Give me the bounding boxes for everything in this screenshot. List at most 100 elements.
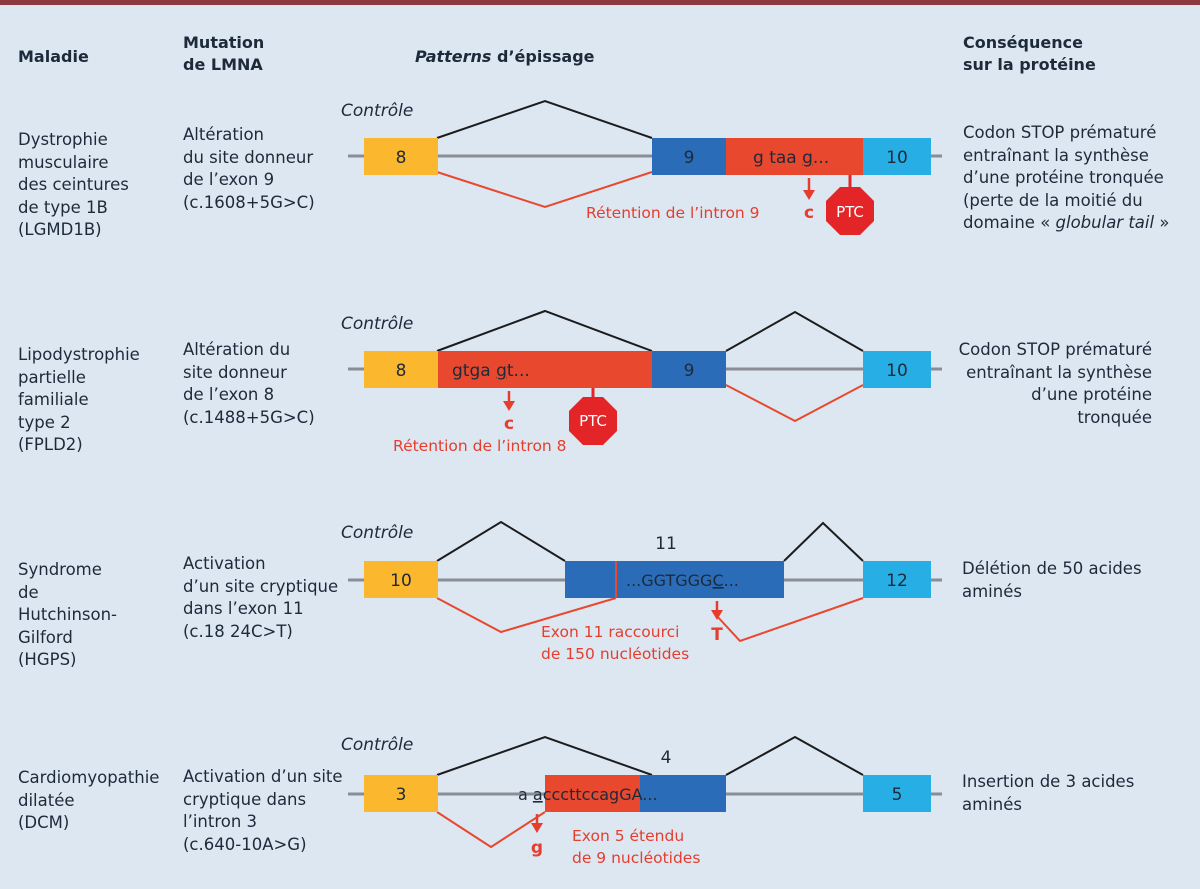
row1-consequence-line: entraînant la synthèse xyxy=(963,145,1149,165)
row4-maladie-line: (DCM) xyxy=(18,813,70,832)
row1-ptc-label: PTC xyxy=(836,203,864,221)
row4-exon-5 xyxy=(863,775,931,812)
row1-maladie-line: musculaire xyxy=(18,152,109,172)
row3-control-splice-arc-1 xyxy=(436,520,566,562)
row3-control-splice-arc-2 xyxy=(783,521,864,562)
row1-maladie-line: (LGMD1B) xyxy=(18,220,102,239)
row2-maladie: Lipodystrophie partielle familiale type … xyxy=(18,344,140,457)
row1-sequence-post: ... xyxy=(813,148,829,168)
row1-mutation-line: de l’exon 9 xyxy=(183,170,275,189)
row3-maladie-line: (HGPS) xyxy=(18,650,77,669)
row1-splicing-pattern: 8 9 10 g taa g... c PTC Rétention de l’i… xyxy=(348,99,942,235)
row4-mutation-base: g xyxy=(531,838,543,858)
row3-consequence: Délétion de 50 acides aminés xyxy=(962,558,1142,603)
row3-splicing-pattern: 10 11 12 ...GGTGGGC... T Exon 11 raccour… xyxy=(348,520,942,663)
row1-exon-10-label: 10 xyxy=(886,148,908,168)
row2-exon-10 xyxy=(863,351,931,388)
row1-mutation-line: (c.1608+5G>C) xyxy=(183,192,315,212)
row3-exon-11-label: 11 xyxy=(655,534,677,554)
row3-mutant-splice-arc-1 xyxy=(436,597,617,634)
row2-sequence-post: t... xyxy=(507,361,530,381)
row2-maladie-line: type 2 xyxy=(18,412,71,432)
row2-mutation-arrowhead xyxy=(503,401,515,411)
row4-maladie: Cardiomyopathie dilatée (DCM) xyxy=(18,767,159,835)
row3-exon-11 xyxy=(565,561,784,598)
row1-mutation-base: c xyxy=(804,203,814,223)
row3-maladie-line: de xyxy=(18,582,39,602)
row3-exon-12 xyxy=(863,561,931,598)
row4-annotation-line2: de 9 nucléotides xyxy=(572,849,700,867)
row1-mutation-arrowhead xyxy=(803,190,815,200)
row3-exon-10-label: 10 xyxy=(390,571,412,591)
row4-mutant-splice-arc xyxy=(436,811,546,849)
row1-exon-8 xyxy=(364,138,438,175)
row2-exon-10-label: 10 xyxy=(886,361,908,381)
row1-retained-intron xyxy=(726,138,863,175)
row4-control-label: Contrôle xyxy=(341,735,414,755)
row3-control-label: Contrôle xyxy=(341,523,414,543)
row2-consequence-line: Codon STOP prématuré xyxy=(958,340,1152,359)
row3-sequence-mutated-base: C xyxy=(712,571,723,590)
row1-mutation-line: du site donneur xyxy=(183,147,314,167)
row2-maladie-line: Lipodystrophie xyxy=(18,345,140,364)
row2-splicing-pattern: 8 9 10 gtga gt... c PTC Rétention de l’i… xyxy=(348,309,942,455)
row1-annotation: Rétention de l’intron 9 xyxy=(586,204,760,222)
row3-maladie-line: Gilford xyxy=(18,627,73,647)
row4-control-splice-arc-1 xyxy=(436,735,653,776)
row2-consequence-line: d’une protéine tronquée xyxy=(1031,385,1152,427)
row1-consequence-line: (perte de la moitié du xyxy=(963,190,1143,210)
row1-sequence-pre: g taa xyxy=(753,148,802,168)
row1-mutation: Altération du site donneur de l’exon 9 (… xyxy=(183,124,315,214)
row2-mutant-splice-arc xyxy=(725,384,864,423)
row1-sequence-mutated-base: g xyxy=(802,148,813,168)
row1-consequence-line: d’une protéine tronquée xyxy=(963,168,1164,187)
row2-maladie-line: partielle xyxy=(18,367,86,387)
row1-ptc-stop-sign xyxy=(826,187,874,235)
header-maladie: Maladie xyxy=(18,47,89,66)
row3-mutation: Activation d’un site cryptique dans l’ex… xyxy=(183,553,338,643)
top-accent-bar xyxy=(0,0,1200,5)
row1-maladie-line: des ceintures xyxy=(18,175,129,194)
row1-exon-8-label: 8 xyxy=(396,148,407,168)
row1-consequence-close-quote: » xyxy=(1154,213,1170,232)
row4-annotation-line1: Exon 5 étendu xyxy=(572,827,684,845)
row1-maladie-line: de type 1B xyxy=(18,197,108,217)
row1-mutation-line: Altération xyxy=(183,125,264,144)
row1-consequence-domain: domaine « xyxy=(963,213,1056,232)
row4-consequence-line: Insertion de 3 acides xyxy=(962,772,1135,791)
row3-sequence: ...GGTGGGC... xyxy=(626,571,739,590)
row2-consequence-line: entraînant la synthèse xyxy=(966,362,1152,382)
row1-exon-10 xyxy=(863,138,931,175)
row2-sequence-pre: gtga xyxy=(452,361,496,381)
row4-sequence-mutated-base: a xyxy=(533,785,543,804)
row2-maladie-line: (FPLD2) xyxy=(18,435,83,454)
header-patterns: Patterns d’épissage xyxy=(415,46,595,68)
row2-annotation: Rétention de l’intron 8 xyxy=(393,437,567,455)
row1-maladie-line: Dystrophie xyxy=(18,130,108,149)
row2-exon-9 xyxy=(652,351,726,388)
row2-sequence: gtga gt... xyxy=(452,361,530,381)
row2-ptc-stop-sign xyxy=(569,397,617,445)
row3-mutation-line: dans l’exon 11 xyxy=(183,599,304,618)
header-consequence: Conséquence sur la protéine xyxy=(963,32,1096,76)
header-consequence-line2: sur la protéine xyxy=(963,55,1096,74)
row1-consequence: Codon STOP prématuré entraînant la synth… xyxy=(963,122,1169,235)
row2-consequence: Codon STOP prématuré entraînant la synth… xyxy=(956,339,1152,429)
row2-mutation-line: de l’exon 8 xyxy=(183,385,275,404)
row4-exon-4-label: 4 xyxy=(661,748,672,768)
row4-exon-4 xyxy=(640,775,726,812)
row3-sequence-post: ... xyxy=(724,571,739,590)
row4-mutation: Activation d’un site cryptique dans l’in… xyxy=(183,766,343,856)
row4-sequence: a acccttccagGA... xyxy=(518,785,658,804)
header-consequence-line1: Conséquence xyxy=(963,33,1083,52)
row2-mutation-line: site donneur xyxy=(183,362,287,382)
row3-mutation-line: d’un site cryptique xyxy=(183,576,339,596)
row3-exon-10 xyxy=(364,561,438,598)
row4-mutation-line: cryptique dans xyxy=(183,789,307,809)
row2-mutation-line: (c.1488+5G>C) xyxy=(183,407,315,427)
row4-extended-region xyxy=(545,775,640,812)
row1-consequence-line: domaine « globular tail » xyxy=(963,212,1169,235)
row2-sequence-mutated-base: g xyxy=(496,361,507,381)
row3-consequence-line: aminés xyxy=(962,581,1022,601)
row3-mutation-line: Activation xyxy=(183,554,266,573)
